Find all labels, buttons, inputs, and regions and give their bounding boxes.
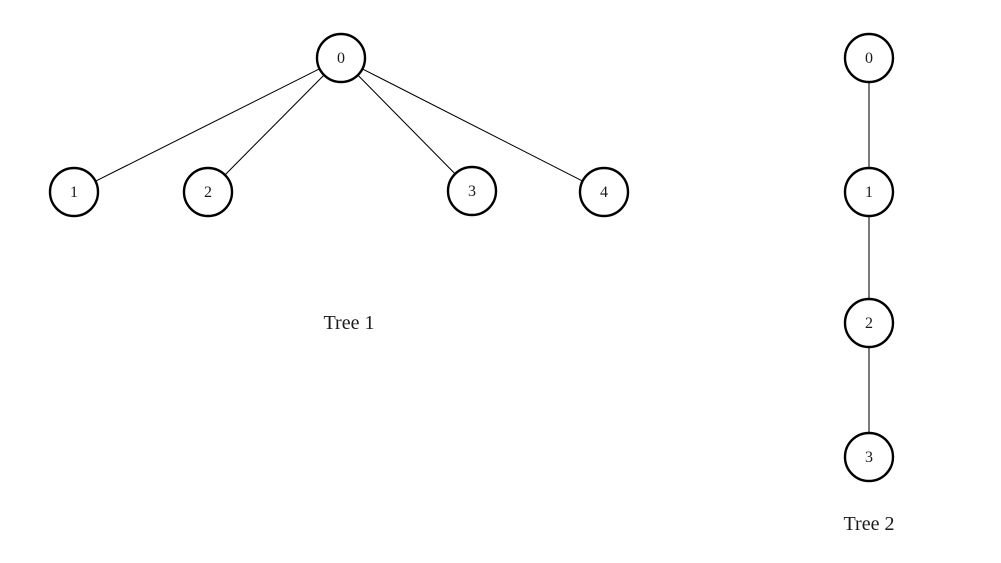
captions-layer: Tree 1 Tree 2	[324, 312, 895, 535]
node-label: 0	[337, 50, 345, 67]
tree-caption: Tree 1	[324, 312, 375, 334]
tree-caption: Tree 2	[844, 513, 895, 535]
node-circle[interactable]	[843, 297, 895, 349]
node-label: 2	[204, 184, 212, 201]
tree-node[interactable]: 1	[843, 166, 895, 218]
tree-node[interactable]: 4	[578, 166, 630, 218]
nodes-layer: 0 1 2 3 4 0 1 2 3	[48, 32, 895, 483]
node-label: 4	[600, 184, 608, 201]
tree-node[interactable]: 3	[843, 431, 895, 483]
tree-edge	[94, 68, 321, 182]
node-circle[interactable]	[843, 431, 895, 483]
tree-node[interactable]: 2	[182, 166, 234, 218]
node-label: 2	[865, 315, 873, 332]
tree-node[interactable]: 1	[48, 166, 100, 218]
tree-node[interactable]: 0	[843, 32, 895, 84]
node-circle[interactable]	[48, 166, 100, 218]
tree-edge	[224, 74, 325, 176]
tree-node[interactable]: 3	[446, 165, 498, 217]
edges-layer	[94, 68, 870, 434]
node-circle[interactable]	[843, 32, 895, 84]
node-label: 1	[865, 184, 873, 201]
node-circle[interactable]	[315, 32, 367, 84]
node-circle[interactable]	[446, 165, 498, 217]
node-label: 3	[468, 183, 476, 200]
tree-node[interactable]: 2	[843, 297, 895, 349]
tree-edge	[361, 68, 584, 182]
node-label: 3	[865, 449, 873, 466]
tree-node[interactable]: 0	[315, 32, 367, 84]
node-circle[interactable]	[578, 166, 630, 218]
node-circle[interactable]	[843, 166, 895, 218]
tree-edge	[357, 74, 456, 175]
node-label: 0	[865, 50, 873, 67]
node-circle[interactable]	[182, 166, 234, 218]
node-label: 1	[70, 184, 78, 201]
